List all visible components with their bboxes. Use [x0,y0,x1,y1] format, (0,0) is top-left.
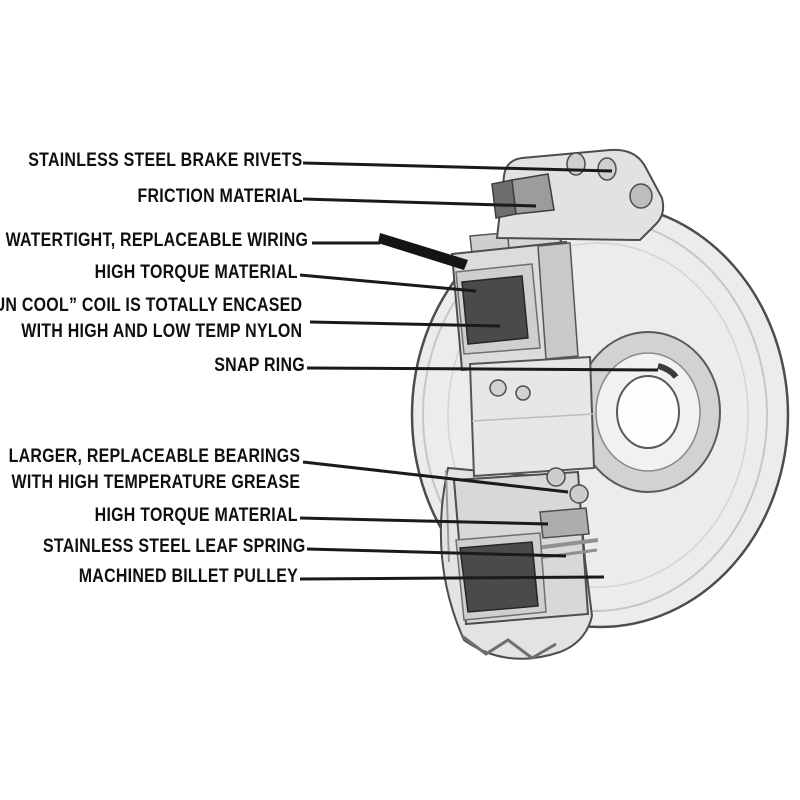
callout-text: WATERTIGHT, REPLACEABLE WIRING [5,230,308,251]
callout-text: LARGER, REPLACEABLE BEARINGS [8,446,300,467]
pulley-grooves [461,634,557,660]
snap-ring [657,363,679,379]
callout-wiring: WATERTIGHT, REPLACEABLE WIRING [5,228,308,254]
armature-hole [629,183,653,209]
callout-bearings: LARGER, REPLACEABLE BEARINGS WITH HIGH T… [8,444,300,496]
leader-line-bearings [302,460,569,494]
callout-brake-rivets: STAINLESS STEEL BRAKE RIVETS [29,148,303,174]
callout-text: HIGH TORQUE MATERIAL [94,505,298,526]
callout-text: WITH HIGH AND LOW TEMP NYLON [20,321,302,342]
callout-friction-material: FRICTION MATERIAL [138,184,303,210]
callout-snap-ring: SNAP RING [214,353,305,379]
leader-line-friction-material [302,197,537,208]
callout-high-torque-lower: HIGH TORQUE MATERIAL [95,503,298,529]
leader-line-snap-ring [306,366,659,372]
callout-text: WITH HIGH TEMPERATURE GREASE [11,472,301,493]
callout-high-torque-upper: HIGH TORQUE MATERIAL [95,260,298,286]
high-torque-plate-upper [537,242,579,360]
pin-upper-1 [489,379,507,397]
leader-line-leaf-spring [306,547,567,558]
callout-text: STAINLESS STEEL LEAF SPRING [42,536,305,557]
callout-run-cool-coil: “RUN COOL” COIL IS TOTALLY ENCASED WITH … [0,293,302,345]
leader-line-billet-pulley [299,575,605,581]
leader-line-run-cool-coil [309,320,501,328]
callout-text: STAINLESS STEEL BRAKE RIVETS [28,150,303,171]
bearing-ball-1 [546,467,566,487]
bearing-ball-2 [569,484,589,504]
callout-text: “RUN COOL” COIL IS TOTALLY ENCASED [0,295,302,316]
leader-line-high-torque-upper [299,273,477,293]
shaft-assembly [468,355,596,478]
brake-rivet-2 [597,157,617,181]
callout-billet-pulley: MACHINED BILLET PULLEY [79,564,298,590]
leader-line-high-torque-lower [299,516,549,526]
pin-upper-2 [515,385,531,401]
leaf-spring [535,538,599,550]
high-torque-plate-lower [539,507,590,539]
coil-upper [461,275,529,345]
callout-text: MACHINED BILLET PULLEY [78,566,298,587]
callout-leaf-spring: STAINLESS STEEL LEAF SPRING [43,534,306,560]
callout-text: FRICTION MATERIAL [137,186,303,207]
callout-text: SNAP RING [214,355,305,376]
leader-line-brake-rivets [302,161,613,173]
leader-lines [299,161,659,581]
callout-text: HIGH TORQUE MATERIAL [94,262,298,283]
friction-plate [511,173,555,215]
wire [378,233,468,270]
hub-bore [575,331,721,493]
brake-armature [491,148,665,242]
